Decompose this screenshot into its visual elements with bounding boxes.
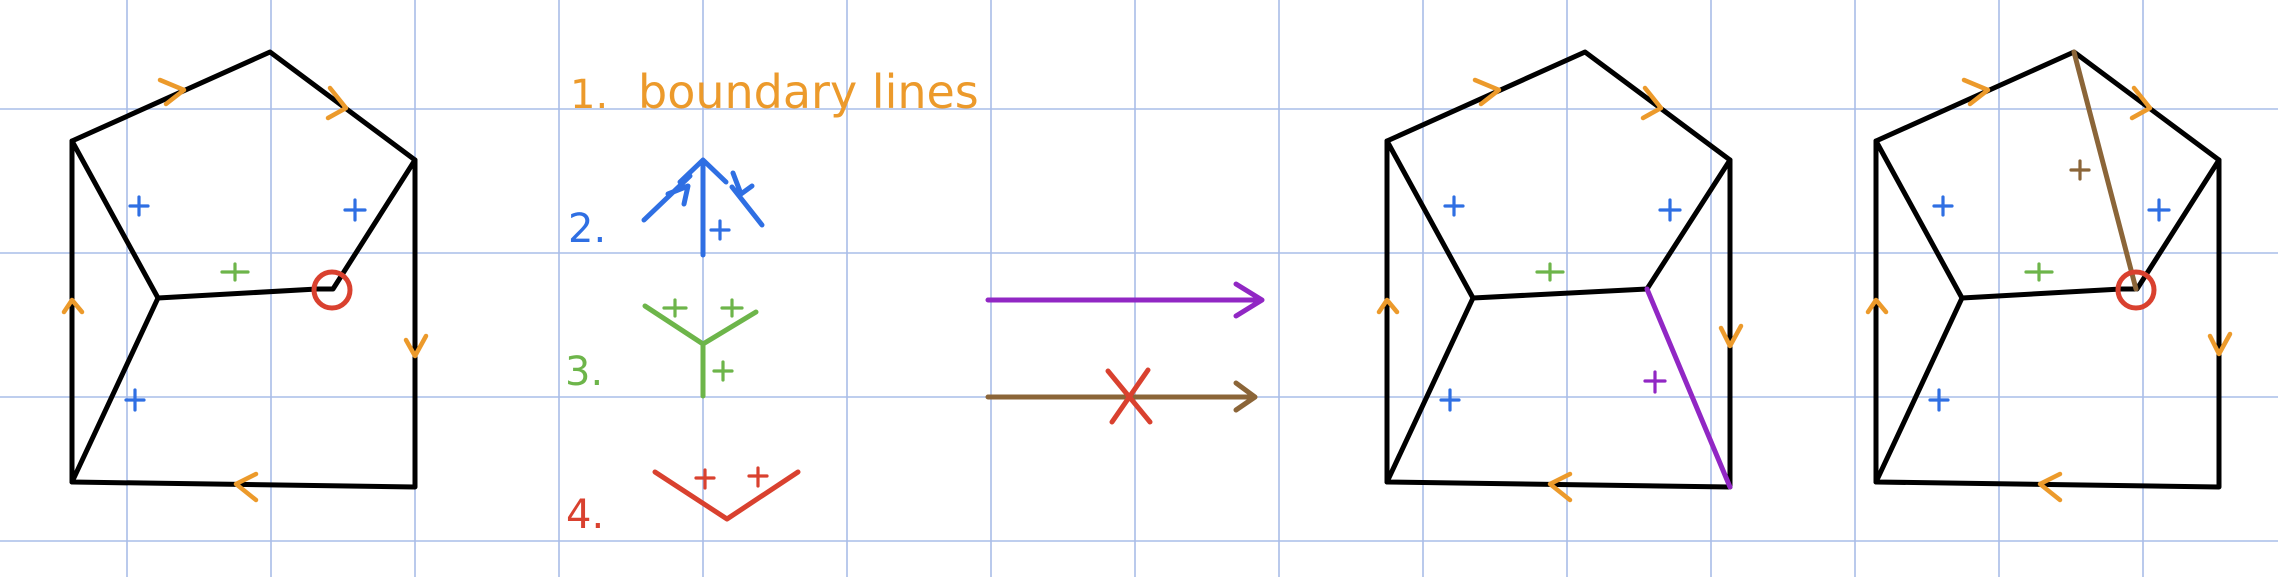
new-edge-brown	[2071, 49, 2139, 292]
chevron-icon	[2037, 471, 2063, 503]
sign-brown-plus	[2069, 159, 2091, 181]
polygon-boundary	[69, 49, 418, 490]
chevron-icon	[2129, 85, 2153, 121]
chevron-icon	[61, 297, 85, 315]
sign-blue-plus	[1658, 198, 1682, 222]
legend: 1. boundary lines 2. 3. 4.	[565, 65, 979, 538]
sign-purple-plus	[1643, 370, 1667, 394]
sign-blue-plus	[1439, 388, 1461, 412]
internal-edge	[1873, 295, 1965, 485]
sign-blue-plus	[124, 388, 146, 412]
legend-item4-number: 4.	[566, 492, 604, 538]
chevron-icon	[233, 471, 259, 503]
sign-green-plus	[220, 262, 250, 282]
panel-valid	[1376, 49, 1744, 503]
chevron-icon	[1376, 297, 1400, 315]
legend-item3-number: 3.	[565, 349, 603, 395]
boundary-orientation-marks	[61, 77, 429, 503]
chevron-icon	[1547, 471, 1573, 503]
internal-edge	[1384, 295, 1476, 485]
sign-blue-plus	[1928, 388, 1950, 412]
invalid-vertex-circle-icon	[2115, 269, 2157, 311]
internal-edge	[155, 157, 418, 301]
sign-green-plus	[2024, 262, 2054, 282]
crossed-arrow-right-icon	[985, 367, 1258, 425]
chevron-icon	[1472, 77, 1502, 107]
internal-edge	[69, 295, 161, 485]
chevron-icon	[157, 77, 187, 107]
internal-edge	[1873, 138, 1965, 301]
sign-blue-plus	[1443, 195, 1465, 217]
internal-edge	[1959, 157, 2222, 301]
internal-edge	[69, 138, 161, 301]
chevron-icon	[325, 85, 349, 121]
chevron-icon	[403, 333, 429, 359]
polygon-boundary	[1384, 49, 1733, 490]
legend-item4-glyph	[652, 466, 801, 522]
chevron-icon	[1865, 297, 1889, 315]
chevron-icon	[1718, 323, 1744, 349]
legend-item3-glyph	[642, 298, 759, 399]
polygon-boundary	[1873, 49, 2222, 490]
arrow-right-icon	[985, 281, 1265, 319]
internal-edge	[1470, 157, 1733, 301]
chevron-icon	[1961, 77, 1991, 107]
chevron-icon	[1640, 85, 1664, 121]
legend-item2-number: 2.	[568, 206, 606, 252]
legend-item2-glyph	[641, 157, 765, 258]
sign-blue-plus	[128, 195, 150, 217]
legend-item1-label: boundary lines	[638, 65, 979, 119]
sign-blue-plus	[343, 198, 367, 222]
boundary-orientation-marks	[1865, 77, 2233, 503]
internal-edge	[1384, 138, 1476, 301]
new-edge-purple	[1644, 286, 1733, 490]
panel-invalid	[1865, 49, 2233, 503]
boundary-orientation-marks	[1376, 77, 1744, 503]
transition-arrows	[985, 281, 1265, 425]
chevron-icon	[2207, 331, 2233, 357]
sign-blue-plus	[1932, 195, 1954, 217]
panel-original	[61, 49, 429, 503]
sign-blue-plus	[2147, 198, 2171, 222]
legend-item1-number: 1.	[570, 72, 608, 118]
sign-green-plus	[1535, 262, 1565, 282]
invalid-vertex-circle-icon	[311, 269, 353, 311]
